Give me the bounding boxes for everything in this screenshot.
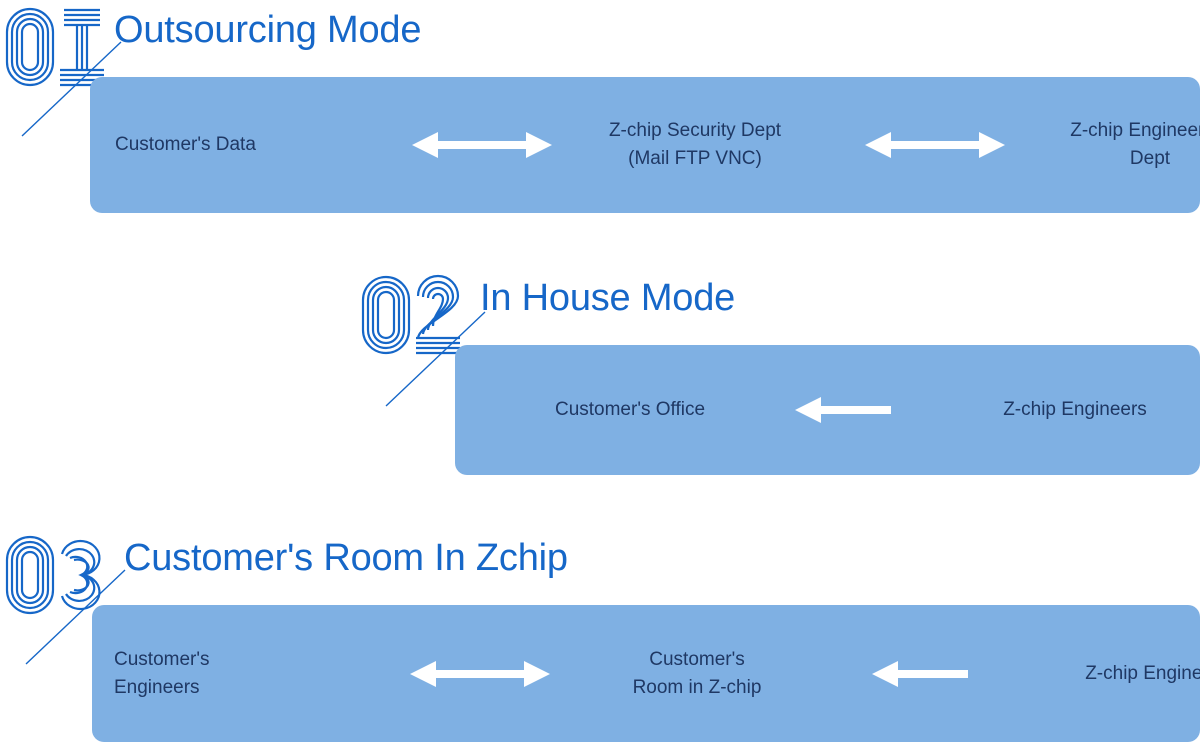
flow-node-zchip-engineers: Z-chip Engineers (1085, 662, 1200, 684)
left-arrow-icon (872, 659, 1012, 689)
section-number-02 (358, 272, 478, 358)
flow-band-outsourcing: Customer's Data Z-chip Security Dept (Ma… (90, 77, 1200, 213)
section-heading-01: Outsourcing Mode (114, 9, 422, 51)
flow-node-zchip-engineering-dept: Z-chip Engineering Dept (1070, 120, 1200, 169)
flow-node-customers-room-in-zchip: Customer's Room in Z-chip (632, 648, 762, 698)
left-arrow-icon (795, 395, 935, 425)
flow-node-zchip-security-dept: Z-chip Security Dept (Mail FTP VNC) (608, 120, 782, 169)
section-heading-02: In House Mode (480, 277, 736, 319)
double-arrow-icon (410, 659, 550, 689)
flow-node-zchip-engineers: Z-chip Engineers (1003, 399, 1147, 421)
flow-node-customers-engineers: Customer's Engineers (114, 648, 210, 698)
double-arrow-icon (865, 130, 1005, 160)
section-heading-03: Customer's Room In Zchip (124, 537, 568, 579)
double-arrow-icon (412, 130, 552, 160)
flow-band-customers-room: Customer's Engineers Customer's Room in … (92, 605, 1200, 742)
flow-band-in-house: Customer's Office Z-chip Engineers (455, 345, 1200, 475)
flow-node-customers-data: Customer's Data (115, 134, 256, 156)
flow-node-customers-office: Customer's Office (554, 399, 706, 421)
